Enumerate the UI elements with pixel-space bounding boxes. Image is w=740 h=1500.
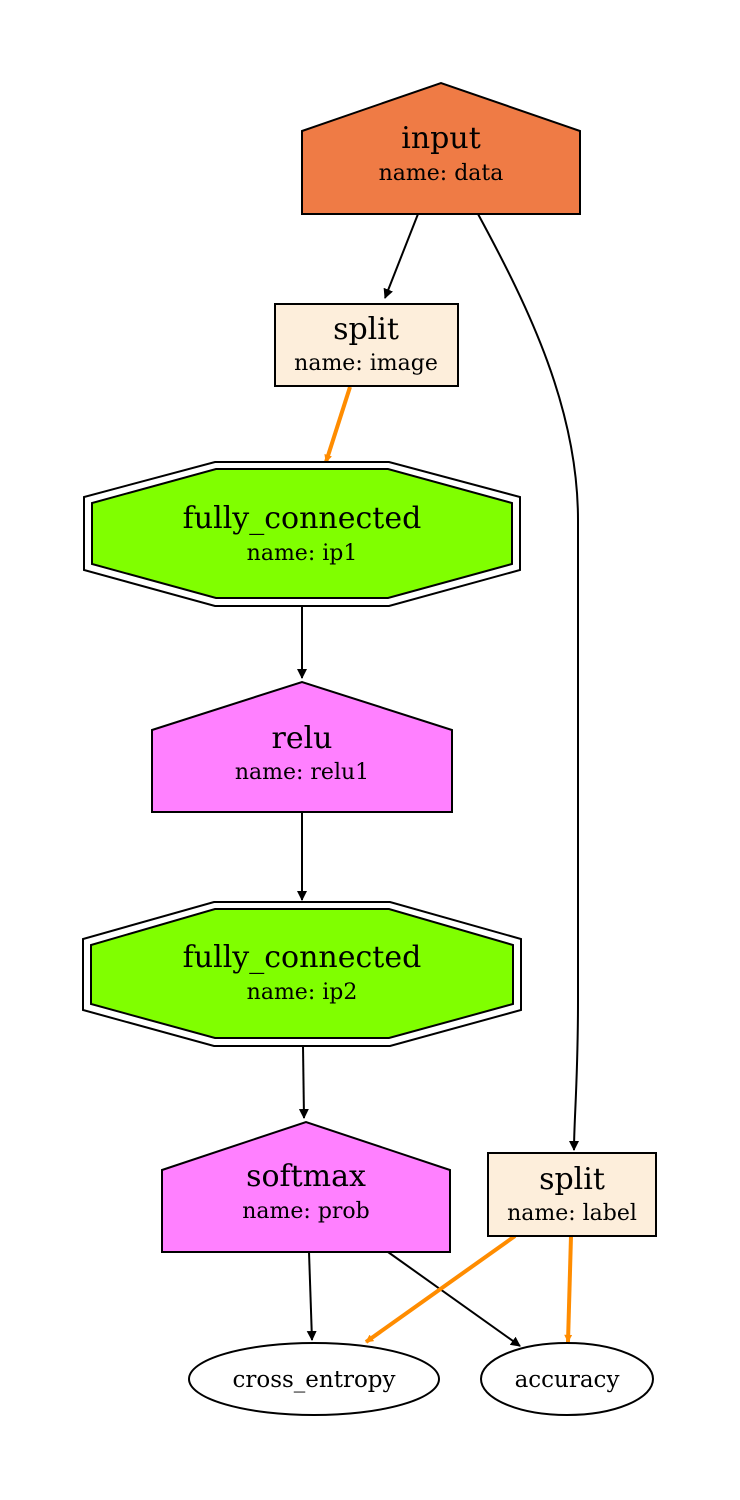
octagon-outer-shape	[83, 461, 521, 607]
node-title: split	[539, 1162, 605, 1197]
node-title: fully_connected	[183, 501, 422, 536]
octagon-inner-shape	[90, 908, 514, 1039]
node-name: name: label	[507, 1201, 637, 1226]
octagon-inner-shape	[91, 468, 513, 599]
edge-split-image-to-ip1	[324, 386, 352, 463]
node-split-label[interactable]: split name: label	[487, 1152, 657, 1237]
node-label: accuracy	[515, 1367, 620, 1393]
node-ip1[interactable]: fully_connected name: ip1	[83, 461, 521, 607]
node-name: name: relu1	[235, 760, 369, 785]
node-title: softmax	[246, 1159, 366, 1194]
node-title: fully_connected	[183, 940, 422, 975]
edge-split-label-to-accuracy	[564, 1235, 573, 1343]
node-title: input	[401, 121, 481, 156]
node-prob[interactable]: softmax name: prob	[161, 1120, 451, 1253]
edge-prob-to-cross-entropy	[306, 1251, 317, 1341]
node-label: cross_entropy	[232, 1367, 395, 1393]
node-name: name: ip1	[247, 541, 358, 566]
node-ip2[interactable]: fully_connected name: ip2	[82, 901, 522, 1047]
node-title: split	[333, 312, 399, 347]
node-name: name: image	[294, 351, 438, 376]
input-house-shape	[301, 81, 581, 215]
split-box-shape	[487, 1152, 657, 1237]
node-name: name: ip2	[247, 980, 358, 1005]
edge-split-label-to-cross-entropy	[364, 1234, 517, 1344]
edges	[297, 213, 580, 1347]
edge-input-to-split-image	[383, 213, 419, 299]
node-cross-entropy[interactable]: cross_entropy	[188, 1342, 440, 1416]
activation-house-shape	[151, 680, 453, 813]
octagon-outer-shape	[82, 901, 522, 1047]
node-split-image[interactable]: split name: image	[274, 303, 459, 387]
node-name: name: data	[379, 161, 504, 186]
node-title: relu	[271, 721, 332, 756]
split-box-shape	[274, 303, 459, 387]
node-name: name: prob	[242, 1199, 370, 1224]
node-input[interactable]: input name: data	[301, 81, 581, 215]
edge-input-to-split-label	[477, 213, 580, 1151]
edge-prob-to-accuracy	[387, 1251, 521, 1347]
node-accuracy[interactable]: accuracy	[480, 1342, 654, 1416]
activation-house-shape	[161, 1120, 451, 1253]
loss-ellipse-shape	[188, 1342, 440, 1416]
edge-ip2-to-prob	[298, 1045, 309, 1119]
metric-ellipse-shape	[480, 1342, 654, 1416]
node-relu1[interactable]: relu name: relu1	[151, 680, 453, 813]
